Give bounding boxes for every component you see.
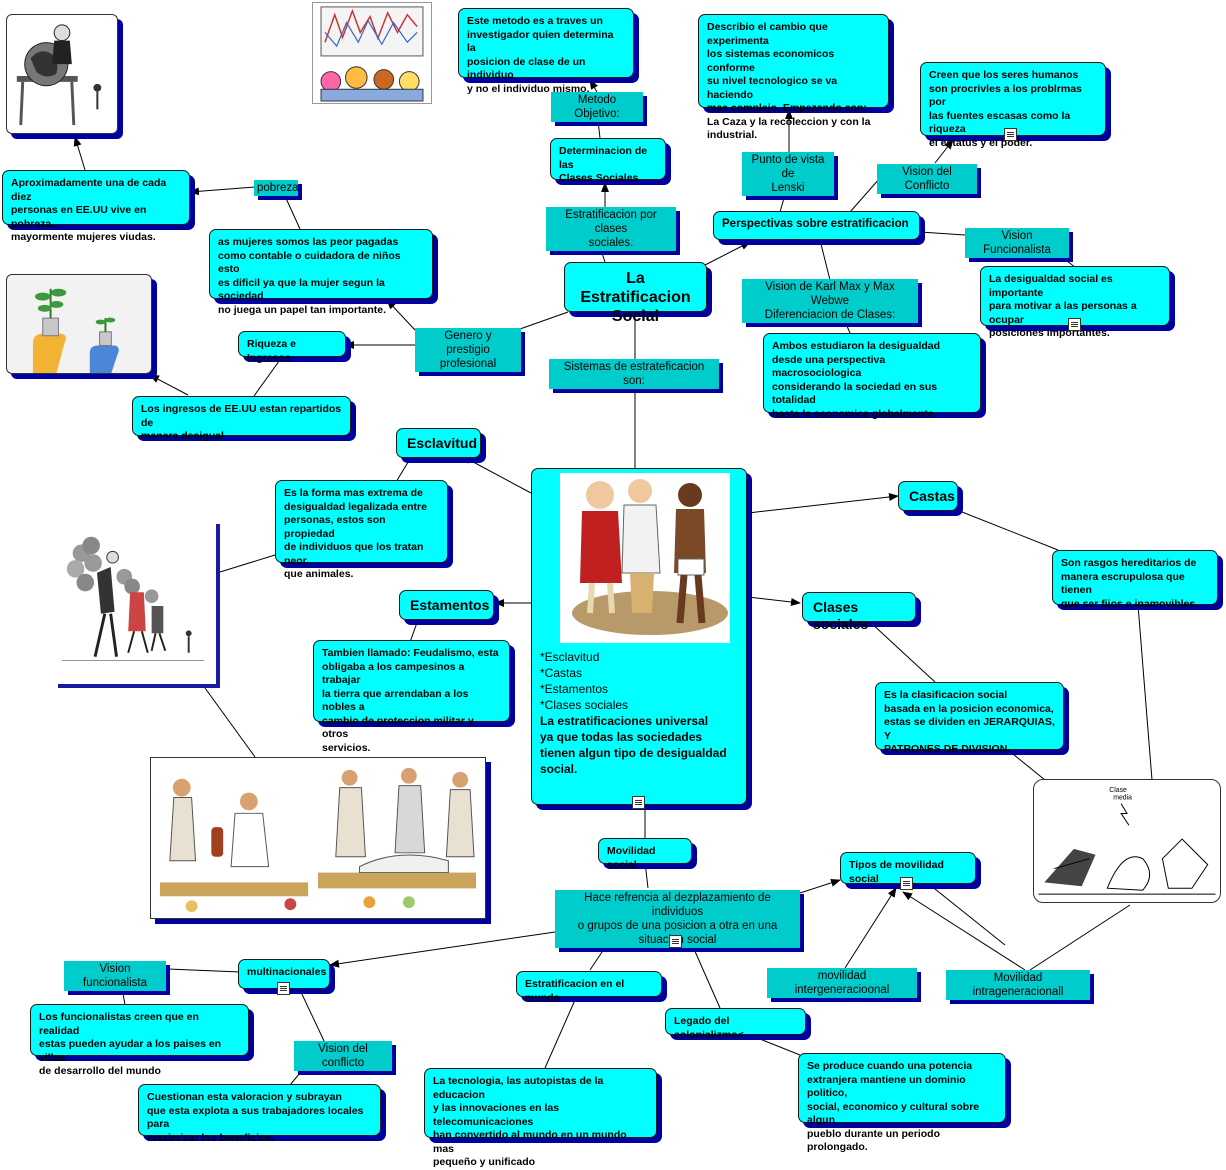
castas-node[interactable]: Castas xyxy=(898,481,958,511)
sistemas-label: Sistemas de estrateficacion son: xyxy=(549,359,719,389)
esclavitud-node[interactable]: Esclavitud xyxy=(396,428,481,458)
perspectivas-node[interactable]: Perspectivas sobre estratificacion xyxy=(713,211,920,240)
estratificacion-mundo-node[interactable]: Estratificacion en el mundo xyxy=(516,971,662,1004)
lenski-desc-node[interactable]: Describio el cambio que experimenta los … xyxy=(698,14,889,141)
sistemas-list: *Esclavitud *Castas *Estamentos *Clases … xyxy=(540,650,629,712)
intergeneracional-label: movilidad intergeneracioonal xyxy=(767,968,917,998)
universal-statement: La estratificaciones universal ya que to… xyxy=(540,714,727,776)
riqueza-node[interactable]: Riqueza e Ingresos xyxy=(238,331,346,364)
class-cartoon-image: Clase media xyxy=(1033,779,1221,903)
ingresos-desc-node[interactable]: Los ingresos de EE.UU estan repartidos d… xyxy=(132,396,351,442)
genero-label: Genero y prestigio profesional xyxy=(415,328,521,372)
legado-node[interactable]: Legado del colonializmo< xyxy=(665,1008,806,1041)
pobreza-desc-node[interactable]: Aproximadamente una de cada diez persona… xyxy=(2,170,190,243)
esclavitud-desc-node[interactable]: Es la forma mas extrema de desigualdad l… xyxy=(275,480,448,580)
conflicto-multi-desc-node[interactable]: Cuestionan esta valoracion y subrayan qu… xyxy=(138,1084,381,1144)
funcionalista-desc-node[interactable]: La desigualdad social es importante para… xyxy=(980,266,1170,339)
central-figures-image xyxy=(560,473,730,643)
vision-funcionalista-label: Vision Funcionalista xyxy=(965,228,1069,258)
multinacionales-node[interactable]: multinacionales xyxy=(238,959,330,989)
vision-funcionalista-multi-label: Vision funcionalista xyxy=(64,961,166,991)
mujeres-desc-node[interactable]: as mujeres somos las peor pagadas como c… xyxy=(209,229,433,316)
connector-lines xyxy=(73,79,1153,1086)
note-icon[interactable] xyxy=(900,877,913,890)
punto-lenski-label: Punto de vista de Lenski xyxy=(742,152,834,196)
estamentos-node[interactable]: Estamentos xyxy=(399,590,494,620)
movilidad-node[interactable]: Movilidad social xyxy=(598,838,692,871)
castas-desc-node[interactable]: Son rasgos hereditarios de manera escrup… xyxy=(1052,550,1218,610)
vision-conflicto-multi-label: Vision del conflicto xyxy=(294,1041,392,1071)
note-icon[interactable] xyxy=(1068,318,1081,331)
globe-money-image xyxy=(6,14,118,134)
estratificacion-clases-label: Estratificacion por clases sociales. xyxy=(546,207,676,251)
estamentos-desc-node[interactable]: Tambien llamado: Feudalismo, esta obliga… xyxy=(313,640,510,754)
clases-desc-node[interactable]: Es la clasificacion social basada en la … xyxy=(875,682,1064,755)
note-icon[interactable] xyxy=(277,982,290,995)
main-title-node[interactable]: La Estratificacion Social xyxy=(564,262,707,325)
note-icon[interactable] xyxy=(632,796,645,809)
roman-banquet-image xyxy=(150,757,486,919)
pobreza-label: pobreza xyxy=(254,180,299,196)
tipos-movilidad-node[interactable]: Tipos de movilidad social xyxy=(840,852,976,885)
svg-text:media: media xyxy=(1113,795,1132,802)
clases-node[interactable]: Clases sociales xyxy=(802,592,916,632)
graph-kids-image xyxy=(312,2,432,104)
determinacion-node[interactable]: Determinacion de las Clases Sociales xyxy=(550,138,666,184)
marx-desc-node[interactable]: Ambos estudiaron la desigualdad desde un… xyxy=(763,333,981,420)
note-icon[interactable] xyxy=(669,935,682,948)
plants-money-image xyxy=(6,274,152,374)
intrageneracional-label: Movilidad intrageneracionall xyxy=(946,970,1090,1000)
cartoon-caption: Clase xyxy=(1109,787,1127,794)
metodo-objetivo-label: Metodo Objetivo: xyxy=(551,92,643,122)
metodo-desc-node[interactable]: Este metodo es a traves un investigador … xyxy=(458,8,634,95)
note-icon[interactable] xyxy=(1004,128,1017,141)
colonialismo-desc-node[interactable]: Se produce cuando una potencia extranjer… xyxy=(798,1053,1006,1153)
slaves-money-image xyxy=(58,524,220,688)
sistemas-central-node[interactable]: *Esclavitud *Castas *Estamentos *Clases … xyxy=(531,468,747,805)
tecnologia-desc-node[interactable]: La tecnologia, las autopistas de la educ… xyxy=(424,1068,657,1168)
funcionalista-multi-desc-node[interactable]: Los funcionalistas creen que en realidad… xyxy=(30,1004,249,1077)
vision-conflicto-label: Vision del Conflicto xyxy=(877,164,977,194)
conflicto-desc-node[interactable]: Creen que los seres humanos son procrivl… xyxy=(920,62,1106,149)
marx-weber-label: Vision de Karl Max y Max Webwe Diferenci… xyxy=(742,279,918,323)
